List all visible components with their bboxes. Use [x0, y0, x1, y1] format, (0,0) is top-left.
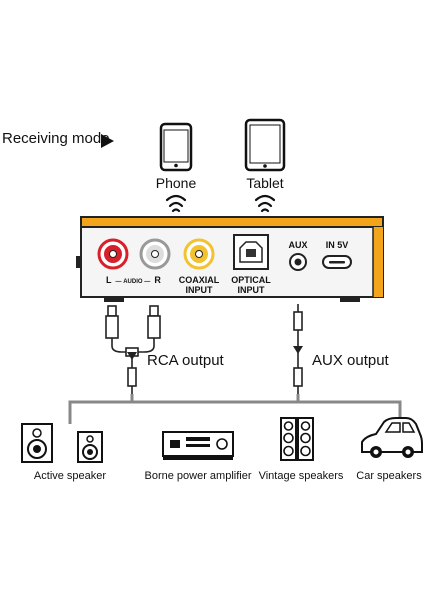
- coaxial-label-sub: INPUT: [185, 285, 213, 295]
- car-speakers-label: Car speakers: [356, 470, 422, 482]
- play-arrow-icon: [101, 134, 114, 148]
- coaxial-jack: [183, 238, 215, 270]
- coaxial-label-main: COAXIAL: [178, 275, 220, 285]
- receiving-mode-label: Receiving mode: [2, 130, 110, 147]
- optical-label-sub: INPUT: [237, 285, 265, 295]
- active-speaker-label: Active speaker: [33, 470, 107, 482]
- amplifier-label: Borne power amplifier: [144, 470, 252, 482]
- audio-text-label: AUDIO: [123, 279, 143, 285]
- optical-label: OPTICAL INPUT: [228, 275, 274, 295]
- aux-output-label: AUX output: [312, 352, 389, 369]
- phone-label: Phone: [155, 175, 197, 191]
- active-speaker-icon: [21, 423, 103, 463]
- tablet-label: Tablet: [246, 175, 284, 191]
- rca-output-label: RCA output: [147, 352, 224, 369]
- power-port-label: IN 5V: [325, 240, 349, 250]
- distribution-line: [68, 394, 402, 424]
- tablet-icon: [244, 118, 286, 172]
- coaxial-label: COAXIAL INPUT: [176, 275, 222, 295]
- optical-label-main: OPTICAL: [231, 275, 271, 285]
- aux-port-label: AUX: [288, 240, 308, 250]
- vintage-speakers-label: Vintage speakers: [258, 470, 344, 482]
- rca-cable: [105, 305, 161, 394]
- wireless-signal-icon: [254, 194, 276, 213]
- optical-port: [233, 234, 269, 270]
- down-arrow-icon: [127, 352, 137, 360]
- car-icon: [361, 417, 423, 458]
- usb-c-port: [322, 255, 352, 269]
- aux-jack: [289, 253, 307, 271]
- rca-left-jack: [97, 238, 129, 270]
- rca-right-jack: [139, 238, 171, 270]
- amplifier-icon: [162, 431, 234, 460]
- vintage-speaker-icon: [280, 417, 314, 461]
- audio-right-label: R: [154, 275, 161, 285]
- phone-icon: [159, 122, 193, 172]
- wireless-signal-icon: [165, 194, 187, 213]
- down-arrow-icon: [293, 346, 303, 354]
- audio-port-label: L — AUDIO — R: [106, 275, 161, 285]
- audio-left-label: L: [106, 275, 112, 285]
